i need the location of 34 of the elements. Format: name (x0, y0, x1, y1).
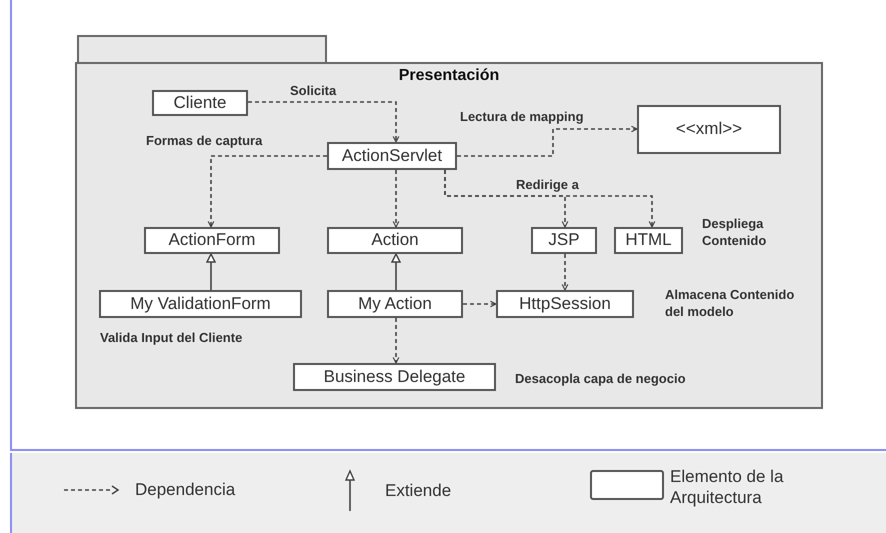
annotation-text: Despliega Contenido (702, 216, 768, 250)
class-box: Cliente (152, 90, 248, 116)
edge-label: Formas de captura (144, 134, 264, 148)
class-box: HttpSession (496, 290, 634, 318)
dependency-arrow (208, 155, 327, 228)
annotation-text: Desacopla capa de negocio (515, 371, 687, 388)
dependency-arrow (392, 170, 400, 228)
class-box: <<xml>> (637, 105, 781, 154)
inheritance-arrow (391, 253, 401, 290)
dependency-arrow (463, 300, 497, 308)
annotation-text: Valida Input del Cliente (100, 330, 244, 347)
class-box: Business Delegate (293, 363, 496, 391)
legend-text: Dependencia (135, 479, 236, 500)
dependency-arrow (457, 126, 638, 157)
edge-label: Redirige a (514, 178, 581, 192)
inheritance-arrow (206, 253, 216, 290)
legend-text: Extiende (385, 480, 452, 502)
class-box: ActionForm (144, 227, 280, 254)
dependency-arrow (444, 170, 656, 228)
package-title: Presentación (398, 67, 500, 85)
class-box: JSP (531, 227, 597, 254)
class-box: My Action (327, 290, 463, 318)
class-box: Action (327, 227, 463, 254)
class-box: HTML (614, 227, 683, 254)
annotation-text: Almacena Contenido del modelo (665, 287, 796, 321)
legend-text: Elemento de la Arquitectura (670, 466, 784, 508)
edge-label: Solicita (288, 84, 338, 98)
dependency-arrow (392, 318, 400, 364)
class-box: ActionServlet (327, 142, 457, 170)
dependency-arrow (562, 254, 568, 291)
dependency-arrow (248, 101, 400, 143)
class-box: My ValidationForm (99, 290, 302, 318)
edge-label: Lectura de mapping (458, 110, 586, 124)
package-frame (75, 35, 823, 409)
